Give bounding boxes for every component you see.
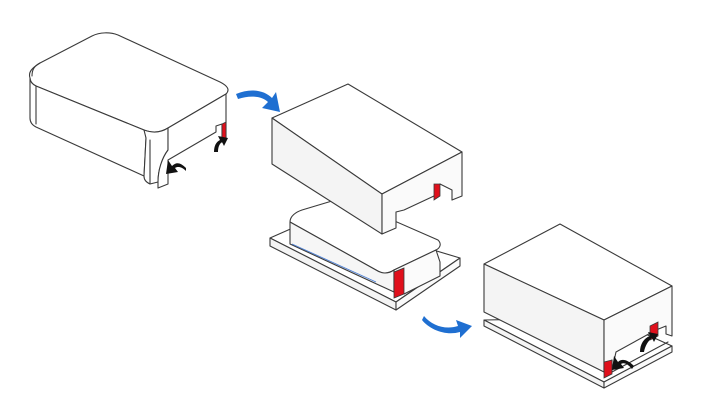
red-tab [603, 359, 613, 379]
step-1-cover-flex [28, 32, 229, 189]
black-arrow-left [612, 356, 634, 370]
final-base-side [603, 345, 673, 389]
black-arrow-left [166, 160, 186, 174]
red-tab [433, 183, 441, 201]
black-arrow-right [640, 332, 658, 352]
red-tab [393, 267, 405, 299]
cover-edge-line [31, 62, 41, 77]
step-2-place-on-base [269, 83, 463, 311]
step-3-assembled [483, 223, 673, 389]
blue-arrow-step-2 [422, 316, 472, 338]
black-arrow-right [214, 136, 228, 152]
thin-blue-line [291, 243, 377, 283]
blue-arrow-step-1 [236, 90, 280, 112]
